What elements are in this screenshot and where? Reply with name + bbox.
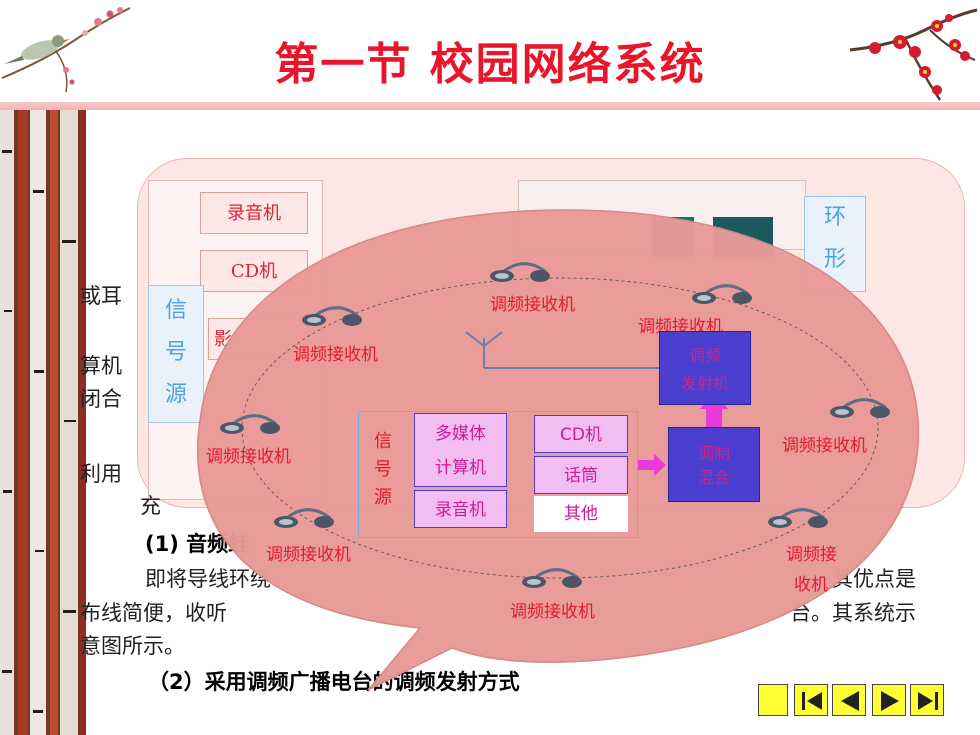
headphones-icon — [830, 398, 890, 418]
source-label-char: 信 — [164, 298, 187, 323]
nav-spacer — [758, 684, 788, 716]
last-icon[interactable] — [910, 684, 944, 716]
source-vertical-label: 信 号 源 — [148, 285, 204, 423]
body-paragraph-end: 台。其系统示 — [790, 601, 916, 625]
ring-label-char: 形 — [823, 247, 846, 272]
page-title: 第一节 校园网络系统 — [274, 39, 706, 90]
receiver-label: 调频接收机 — [266, 545, 351, 565]
headphones-icon — [274, 508, 334, 528]
source-title-char: 源 — [374, 487, 392, 508]
headphones-icon — [490, 262, 550, 282]
input-box-computer: 多媒体 计算机 — [414, 413, 507, 487]
mixer-label: 调制 — [697, 444, 730, 463]
headphones-icon — [302, 306, 362, 326]
headphones-icon — [692, 284, 752, 304]
receiver-label: 调频接收机 — [293, 345, 378, 365]
signal-source-title: 信 号 源 — [368, 428, 398, 512]
input-box-mic: 话筒 — [534, 456, 628, 494]
header-divider — [0, 102, 980, 110]
source-title-char: 信 — [374, 431, 392, 452]
body-paragraph: 即将导线环绕 — [145, 567, 271, 591]
body-text-line: 利用 — [80, 462, 122, 486]
receiver-label: 调频接收机 — [206, 447, 291, 467]
source-label-char: 源 — [164, 382, 187, 407]
input-box-recorder: 录音机 — [414, 490, 507, 528]
source-title-char: 号 — [374, 459, 392, 480]
plum-blossom-icon — [849, 8, 978, 101]
ring-label-char: 环 — [823, 205, 846, 230]
body-text-line: 算机 — [80, 354, 122, 378]
body-text-fragment: 充 — [140, 494, 161, 518]
receiver-label-split: 收机 — [794, 575, 828, 595]
source-box-recorder: 录音机 — [200, 192, 308, 234]
input-label: 计算机 — [435, 458, 486, 478]
bird-on-branch-icon — [1, 7, 131, 93]
receiver-label: 调频接收机 — [782, 436, 867, 456]
antenna-icon — [465, 331, 503, 368]
ring-vertical-label: 环 形 — [804, 196, 866, 292]
input-box-other: 其他 — [534, 496, 628, 532]
input-box-cd: CD机 — [534, 415, 628, 453]
input-label: 多媒体 — [435, 424, 486, 444]
headphones-icon — [220, 414, 280, 434]
signal-source-frame — [358, 411, 638, 538]
body-text-line: 或耳 — [80, 284, 122, 308]
transmitter-label: 发射机 — [680, 374, 729, 393]
modulation-mixer-box: 调制 混合 — [668, 427, 760, 502]
fm-transmitter-box: 调频 发射机 — [659, 331, 751, 405]
body-paragraph: 布线简便，收听 — [80, 601, 227, 625]
first-icon[interactable] — [794, 684, 828, 716]
receiver-label: 调频接收机 — [510, 602, 595, 622]
source-label-char: 号 — [164, 340, 187, 365]
body-paragraph: 意图所示。 — [80, 634, 185, 658]
receiver-label: 调频接收机 — [490, 295, 575, 315]
birch-trees-icon — [0, 110, 86, 735]
previous-icon[interactable] — [832, 684, 866, 716]
section-heading: （2）采用调频广播电台的调频发射方式 — [148, 670, 520, 694]
body-text-line: 闭合 — [80, 387, 122, 411]
mixer-label: 混合 — [697, 468, 730, 487]
headphones-icon — [768, 508, 828, 528]
headphones-icon — [522, 568, 582, 588]
next-icon[interactable] — [872, 684, 906, 716]
slide-header: 第一节 校园网络系统 — [0, 0, 980, 102]
transmitter-label: 调频 — [688, 346, 721, 365]
receiver-label-split: 调频接 — [786, 545, 837, 565]
arrow-right-icon — [638, 454, 666, 476]
